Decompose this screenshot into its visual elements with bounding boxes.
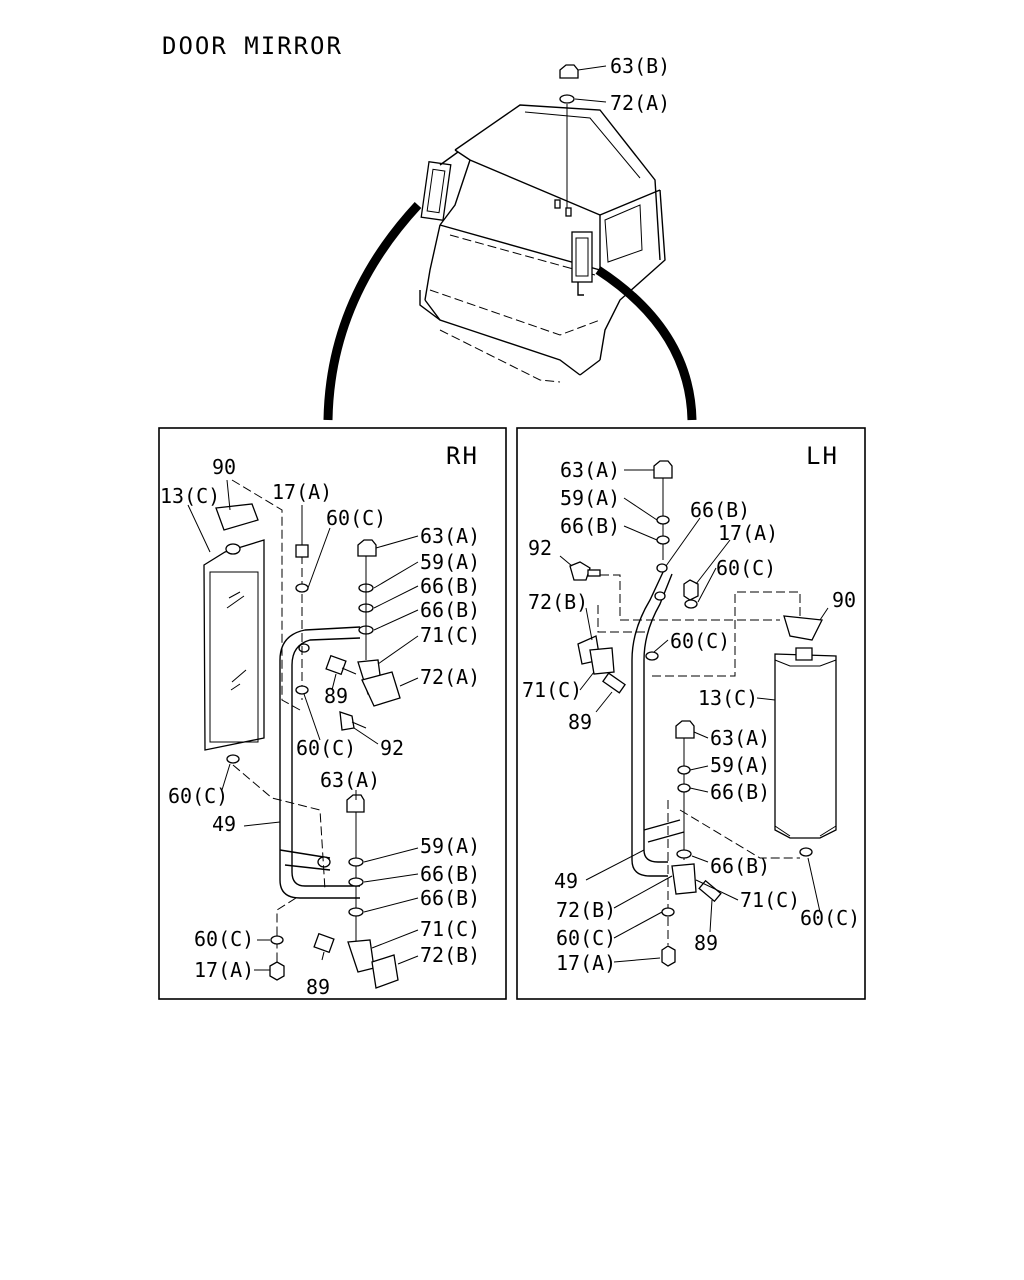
lh-callout-60c-lower: 60(C) bbox=[556, 926, 616, 950]
rh-panel: RH bbox=[158, 427, 507, 1000]
rh-callout-60c-upper: 60(C) bbox=[326, 506, 386, 530]
rh-callout-63a-lower: 63(A) bbox=[320, 768, 380, 792]
lh-callout-71c-lower: 71(C) bbox=[740, 888, 800, 912]
lh-callout-71c-upper: 71(C) bbox=[522, 678, 582, 702]
rh-callout-92: 92 bbox=[380, 736, 404, 760]
lh-callout-60c-mid: 60(C) bbox=[670, 629, 730, 653]
lh-callout-92: 92 bbox=[528, 536, 552, 560]
lh-callout-89-lower: 89 bbox=[694, 931, 718, 955]
truck-cab-illustration bbox=[323, 64, 697, 421]
rh-callout-90: 90 bbox=[212, 455, 236, 479]
lh-callout-49: 49 bbox=[554, 869, 578, 893]
rh-callout-89-upper: 89 bbox=[324, 684, 348, 708]
lh-callout-17a-upper: 17(A) bbox=[718, 521, 778, 545]
callout-72a-top: 72(A) bbox=[610, 91, 670, 115]
rh-callout-17a: 17(A) bbox=[272, 480, 332, 504]
lh-callout-63a-lower: 63(A) bbox=[710, 726, 770, 750]
callout-63b-top: 63(B) bbox=[610, 54, 670, 78]
lh-panel: LH bbox=[516, 427, 866, 1000]
lh-callout-66b-upper-1: 66(B) bbox=[690, 498, 750, 522]
rh-callout-59a-lower: 59(A) bbox=[420, 834, 480, 858]
lh-callout-59a-lower: 59(A) bbox=[710, 753, 770, 777]
lh-callout-63a-upper: 63(A) bbox=[560, 458, 620, 482]
rh-side-label: RH bbox=[446, 442, 479, 470]
rh-callout-71c-upper: 71(C) bbox=[420, 623, 480, 647]
lh-callout-90: 90 bbox=[832, 588, 856, 612]
lh-callout-89-upper: 89 bbox=[568, 710, 592, 734]
lh-callout-59a-upper: 59(A) bbox=[560, 486, 620, 510]
rh-callout-59a-upper: 59(A) bbox=[420, 550, 480, 574]
lh-callout-66b-upper-2: 66(B) bbox=[560, 514, 620, 538]
lh-callout-72b-lower: 72(B) bbox=[556, 898, 616, 922]
rh-callout-66b-lower-2: 66(B) bbox=[420, 886, 480, 910]
rh-callout-60c-lower: 60(C) bbox=[194, 927, 254, 951]
diagram-title: DOOR MIRROR bbox=[162, 32, 343, 60]
rh-callout-60c-mid: 60(C) bbox=[296, 736, 356, 760]
rh-callout-66b-upper-1: 66(B) bbox=[420, 574, 480, 598]
lh-callout-66b-lower-2: 66(B) bbox=[710, 854, 770, 878]
rh-callout-72b: 72(B) bbox=[420, 943, 480, 967]
lh-callout-17a-lower: 17(A) bbox=[556, 951, 616, 975]
lh-callout-13c: 13(C) bbox=[698, 686, 758, 710]
rh-callout-66b-lower-1: 66(B) bbox=[420, 862, 480, 886]
lh-callout-60c-upper: 60(C) bbox=[716, 556, 776, 580]
rh-callout-49: 49 bbox=[212, 812, 236, 836]
lh-callout-60c-mirror: 60(C) bbox=[800, 906, 860, 930]
lh-callout-66b-lower-1: 66(B) bbox=[710, 780, 770, 804]
rh-callout-71c-lower: 71(C) bbox=[420, 917, 480, 941]
rh-callout-63a-upper: 63(A) bbox=[420, 524, 480, 548]
rh-callout-66b-upper-2: 66(B) bbox=[420, 598, 480, 622]
rh-callout-72a: 72(A) bbox=[420, 665, 480, 689]
lh-callout-72b-upper: 72(B) bbox=[528, 590, 588, 614]
rh-callout-13c: 13(C) bbox=[160, 484, 220, 508]
rh-callout-60c-mirror: 60(C) bbox=[168, 784, 228, 808]
lh-side-label: LH bbox=[806, 442, 839, 470]
rh-callout-89-lower: 89 bbox=[306, 975, 330, 999]
rh-callout-17a-lower: 17(A) bbox=[194, 958, 254, 982]
